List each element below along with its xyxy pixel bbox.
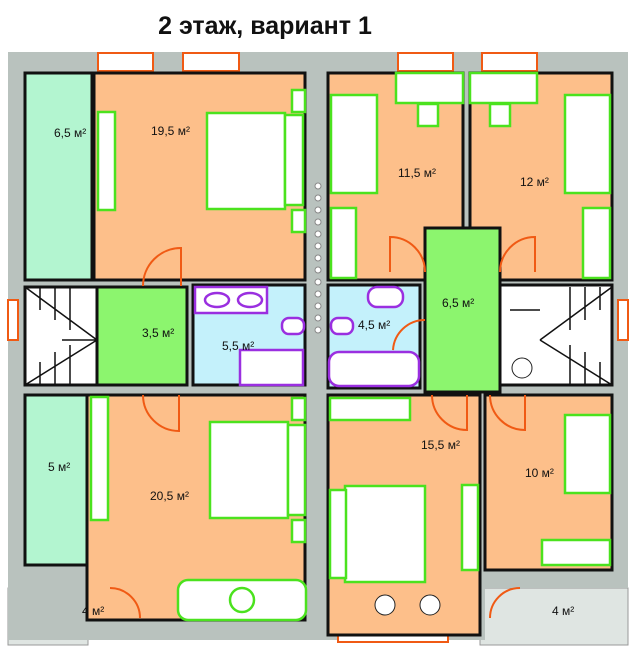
wardrobe xyxy=(581,206,612,280)
staircase-right xyxy=(510,286,613,386)
desk xyxy=(468,71,539,105)
room-wardrobe-top xyxy=(23,71,94,282)
area-label-balcony-right: 4 м² xyxy=(552,604,574,618)
area-label-bedroom-bottom-right: 10 м² xyxy=(525,466,554,480)
area-label-hall-right: 6,5 м² xyxy=(442,296,474,310)
furniture xyxy=(89,71,612,622)
doors xyxy=(109,235,536,619)
area-label-bedroom-bottom-left: 20,5 м² xyxy=(150,489,189,503)
sink xyxy=(366,285,405,309)
bed xyxy=(208,420,290,520)
column-dots xyxy=(314,182,322,334)
toilet xyxy=(280,316,306,336)
desk xyxy=(394,71,465,105)
staircase-left xyxy=(24,286,98,386)
window xyxy=(7,299,19,341)
bed xyxy=(563,93,612,195)
plant-icon xyxy=(419,594,441,616)
bed xyxy=(563,413,612,495)
room-hall-left xyxy=(95,285,189,387)
room-stair-left xyxy=(23,285,99,387)
area-label-bedroom-top-mid: 11,5 м² xyxy=(398,166,436,180)
tv-stand xyxy=(460,483,480,572)
tv-stand xyxy=(96,110,117,212)
area-label-bedroom-bottom-mid: 15,5 м² xyxy=(421,438,460,452)
wardrobe xyxy=(329,206,358,280)
wardrobe xyxy=(328,396,412,422)
plant-icon xyxy=(374,594,396,616)
area-label-bath-right: 4,5 м² xyxy=(358,318,390,332)
bed xyxy=(329,93,379,195)
bed xyxy=(205,111,287,211)
bathtub xyxy=(327,350,421,388)
area-label-bedroom-top-right: 12 м² xyxy=(520,175,549,189)
plan-title: 2 этаж, вариант 1 xyxy=(158,12,372,40)
area-label-wardrobe-bottom: 5 м² xyxy=(48,460,70,474)
window xyxy=(397,52,454,72)
area-label-hall-left: 3,5 м² xyxy=(142,326,174,340)
toilet xyxy=(329,316,355,336)
room-wardrobe-bottom xyxy=(23,393,89,567)
wardrobe xyxy=(540,538,612,567)
window xyxy=(481,52,538,72)
bed xyxy=(343,484,427,584)
tv-stand xyxy=(89,395,110,522)
area-label-balcony-left: 4 м² xyxy=(82,604,104,618)
plant-icon xyxy=(511,357,533,379)
room-hall-right xyxy=(423,226,502,394)
area-label-bedroom-top-left: 19,5 м² xyxy=(151,124,190,138)
sanitary-fixtures xyxy=(193,285,421,388)
bathtub xyxy=(238,348,305,387)
area-label-bath-left: 5,5 м² xyxy=(222,339,254,353)
window xyxy=(97,52,154,72)
window xyxy=(182,52,240,72)
window xyxy=(617,299,629,341)
area-label-wardrobe-top: 6,5 м² xyxy=(54,126,86,140)
